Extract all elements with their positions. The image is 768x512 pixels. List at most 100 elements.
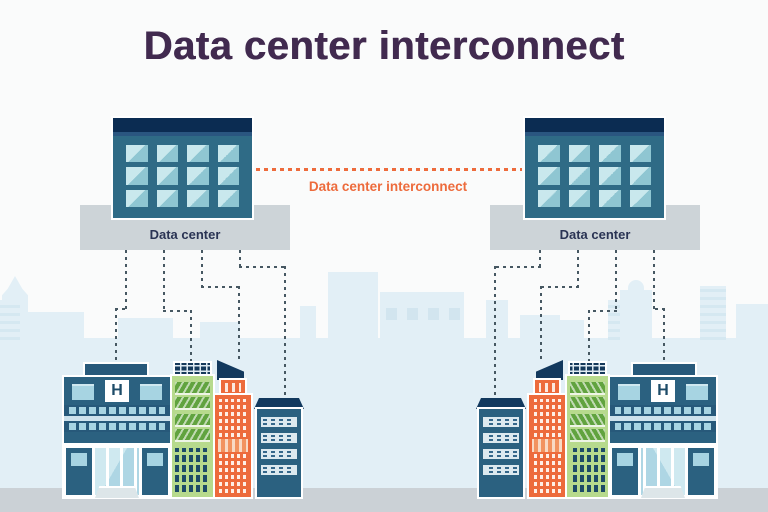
hospital-window [686, 384, 708, 400]
orange-tower-midband [532, 439, 562, 452]
datacenter-window [126, 145, 148, 163]
window-stripes [225, 383, 241, 392]
left-datacenter-building [113, 118, 252, 218]
connector-line [115, 308, 127, 310]
navy-building-roof [254, 398, 304, 409]
entrance-steps [641, 486, 685, 498]
datacenter-roofbar-accent [113, 132, 252, 136]
connector-line [588, 310, 590, 365]
window-band [483, 465, 519, 475]
hospital-window [140, 384, 162, 400]
window-row [69, 407, 165, 414]
skyline-block [736, 304, 768, 340]
connector-line [190, 310, 192, 365]
hospital-building: H [64, 364, 170, 498]
datacenter-window [156, 167, 178, 185]
pillar-window [71, 453, 87, 466]
plant-band [175, 414, 210, 427]
connector-line [163, 250, 165, 312]
hospital-h-sign: H [651, 380, 675, 402]
skyline-block [300, 306, 316, 340]
hospital-window-band [610, 405, 716, 416]
hospital-main: H [610, 377, 716, 497]
tower-roof-sail [217, 360, 244, 380]
window-band [261, 449, 297, 459]
hospital-window-band [64, 421, 170, 432]
green-building-windows [175, 448, 210, 492]
hospital-h-sign: H [105, 380, 129, 402]
datacenter-roofbar-accent [525, 132, 664, 136]
datacenter-window [599, 189, 621, 207]
orange-tower [215, 360, 251, 497]
hospital-divider [64, 416, 170, 421]
connector-line [540, 286, 579, 288]
datacenter-window [629, 189, 651, 207]
connector-line [163, 310, 192, 312]
connector-line [494, 266, 496, 400]
left-city-group: H [60, 250, 320, 500]
datacenter-window [568, 145, 590, 163]
orange-tower-body [215, 395, 251, 497]
datacenter-window [538, 167, 560, 185]
entrance-pillar [688, 448, 714, 495]
skyline-wide-building [380, 292, 464, 340]
window-band [483, 449, 519, 459]
datacenter-window [629, 145, 651, 163]
hospital-roofbox [633, 364, 695, 377]
plant-band [570, 382, 605, 395]
datacenter-window [126, 189, 148, 207]
tower-roof-sail [536, 360, 563, 380]
datacenter-window [217, 145, 239, 163]
plant-band [175, 382, 210, 395]
entrance-pillar [66, 448, 92, 495]
skyline-tall-tower [328, 272, 378, 340]
window-row [69, 423, 165, 430]
hospital-window-band [610, 421, 716, 432]
datacenter-window [187, 145, 209, 163]
orange-tower-midband [218, 439, 248, 452]
datacenter-window-grid [538, 145, 651, 207]
datacenter-roofbar [113, 118, 252, 132]
datacenter-window [599, 145, 621, 163]
right-city-group: H [460, 250, 720, 500]
plant-band [570, 414, 605, 427]
green-building [172, 363, 213, 497]
connector-line [494, 266, 541, 268]
connector-line [239, 250, 241, 268]
connector-line [238, 286, 240, 362]
window-band [261, 417, 297, 427]
datacenter-window [599, 167, 621, 185]
connector-line [284, 266, 286, 400]
connector-line [540, 286, 542, 362]
hospital-window [618, 384, 640, 400]
connector-line [115, 308, 117, 366]
right-datacenter-building [525, 118, 664, 218]
green-building [567, 363, 608, 497]
datacenter-window [538, 145, 560, 163]
datacenter-window [156, 145, 178, 163]
tower-top-section [535, 380, 559, 395]
datacenter-window [126, 167, 148, 185]
connector-line [577, 250, 579, 288]
pillar-window [617, 453, 633, 466]
hospital-building: H [610, 364, 716, 497]
orange-tower [529, 360, 565, 497]
interconnect-label: Data center interconnect [308, 179, 468, 194]
tower-top-section [221, 380, 245, 395]
window-band [483, 417, 519, 427]
datacenter-window [187, 189, 209, 207]
hospital-window [72, 384, 94, 400]
pillar-window [147, 453, 163, 466]
navy-building-body [257, 409, 301, 497]
hospital-main: H [64, 377, 170, 498]
plant-band [570, 397, 605, 410]
skyline-block [26, 312, 84, 340]
datacenter-roofbar [525, 118, 664, 132]
hospital-band [610, 432, 716, 446]
orange-tower-body [529, 395, 565, 497]
hospital-entrance [64, 446, 170, 498]
datacenter-window [568, 167, 590, 185]
datacenter-window [217, 189, 239, 207]
skyline-block [560, 320, 584, 340]
